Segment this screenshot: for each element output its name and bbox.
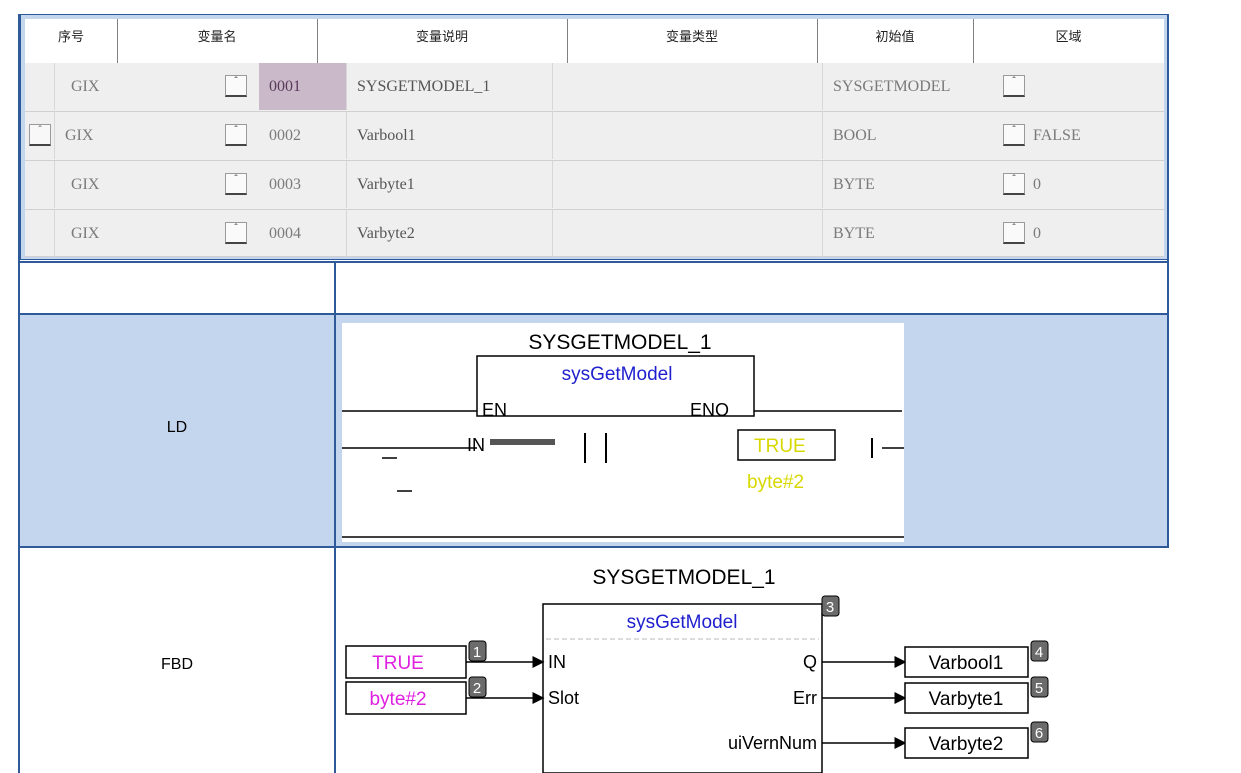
fbd-row-label: FBD: [161, 656, 193, 673]
init-value-cell[interactable]: 0: [1033, 224, 1041, 242]
grid-right-border: [1167, 14, 1169, 547]
fbd-pin-in: IN: [548, 652, 566, 672]
scope-cell[interactable]: GIX: [71, 224, 100, 242]
header-init-value[interactable]: 初始值: [817, 19, 974, 63]
row-selector[interactable]: [25, 161, 55, 208]
scope-cell[interactable]: GIX: [65, 126, 94, 144]
var-name-cell[interactable]: Varbyte2: [347, 210, 553, 257]
ld-pin-eno: ENO: [690, 400, 729, 420]
row-number-cell[interactable]: 0004: [259, 210, 347, 257]
var-desc-cell[interactable]: [553, 161, 823, 208]
scope-cell[interactable]: GIX: [71, 77, 100, 95]
ld-function-block[interactable]: [476, 355, 755, 417]
fbd-input-true: TRUE: [372, 653, 424, 674]
fbd-input-true-box[interactable]: [345, 645, 467, 679]
var-type-cell[interactable]: BOOL: [833, 126, 877, 144]
row-selector[interactable]: [25, 210, 55, 257]
header-var-name[interactable]: 变量名: [117, 19, 318, 63]
table-row[interactable]: GIX ˆ 0003 Varbyte1 BYTE ˆ 0: [25, 161, 1164, 210]
ld-row-label: LD: [166, 419, 188, 436]
var-type-cell[interactable]: BYTE: [833, 224, 875, 242]
var-name-cell[interactable]: Varbool1: [347, 112, 553, 159]
ld-pin-in: IN: [467, 435, 485, 455]
row-selector[interactable]: [25, 63, 55, 110]
grid-left-border: [18, 14, 20, 773]
fbd-output-box[interactable]: [904, 646, 1029, 678]
var-type-cell[interactable]: BYTE: [833, 175, 875, 193]
scope-dropdown-button[interactable]: ˆ: [225, 75, 247, 97]
fbd-instance-name: SYSGETMODEL_1: [592, 566, 775, 589]
scope-dropdown-button[interactable]: ˆ: [225, 222, 247, 244]
fbd-output-tag: [1030, 640, 1049, 662]
fbd-pin-uivernnum: uiVernNum: [728, 733, 817, 753]
fbd-output-tag-text: 5: [1035, 680, 1043, 697]
grid-column-divider: [334, 262, 336, 773]
fbd-output-box[interactable]: [904, 727, 1029, 759]
init-value-cell[interactable]: [1031, 63, 1164, 110]
grid-row-divider: [18, 261, 1169, 263]
table-row[interactable]: ˆ GIX ˆ 0002 Varbool1 BOOL ˆ FALSE: [25, 112, 1164, 161]
variable-table-header: 序号 变量名 变量说明 变量类型 初始值 区域: [25, 19, 1164, 63]
type-dropdown-button[interactable]: ˆ: [1003, 124, 1025, 146]
variable-table-panel: 序号 变量名 变量说明 变量类型 初始值 区域 GIX ˆ 0001 SYSGE…: [20, 14, 1168, 260]
fbd-input-tag-text: 1: [473, 644, 481, 661]
fbd-input-tag: [468, 676, 487, 698]
scope-cell[interactable]: GIX: [71, 175, 100, 193]
header-var-desc[interactable]: 变量说明: [317, 19, 568, 63]
type-dropdown-button[interactable]: ˆ: [1003, 75, 1025, 97]
fbd-output-varbyte2: Varbyte2: [929, 734, 1004, 755]
fbd-output-tag-text: 4: [1035, 644, 1043, 661]
fbd-input-byte: byte#2: [369, 689, 426, 710]
row-number-cell[interactable]: 0001: [259, 63, 347, 110]
init-value-cell[interactable]: FALSE: [1033, 126, 1081, 144]
fbd-block-tag-text: 3: [826, 599, 834, 616]
ld-diagram: SYSGETMODEL_1 sysGetModel EN ENO IN TRUE…: [342, 323, 904, 542]
ld-instance-name: SYSGETMODEL_1: [528, 331, 711, 354]
init-value-cell[interactable]: 0: [1033, 175, 1041, 193]
fbd-pin-err: Err: [793, 688, 817, 708]
ld-const-byte: byte#2: [747, 472, 804, 493]
fbd-output-varbyte1: Varbyte1: [929, 689, 1004, 710]
fbd-output-box[interactable]: [904, 682, 1029, 714]
type-dropdown-button[interactable]: ˆ: [1003, 173, 1025, 195]
row-number-cell[interactable]: 0002: [259, 112, 347, 159]
fbd-function-name: sysGetModel: [627, 612, 738, 633]
ld-const-true-box[interactable]: [737, 429, 836, 461]
grid-row-divider: [18, 546, 1169, 548]
var-name-cell[interactable]: Varbyte1: [347, 161, 553, 208]
fbd-pin-q: Q: [803, 652, 817, 672]
scope-dropdown-button[interactable]: ˆ: [225, 173, 247, 195]
type-dropdown-button[interactable]: ˆ: [1003, 222, 1025, 244]
ld-contact-bar: [490, 439, 555, 445]
header-area[interactable]: 区域: [1055, 29, 1082, 45]
grid-row-divider: [18, 313, 1169, 315]
fbd-block-tag: [821, 595, 840, 617]
fbd-pin-slot: Slot: [548, 688, 579, 708]
fbd-function-block[interactable]: [542, 603, 823, 773]
var-desc-cell[interactable]: [553, 112, 823, 159]
fbd-output-tag-text: 6: [1035, 725, 1043, 742]
fbd-input-byte-box[interactable]: [345, 681, 467, 715]
var-name-cell[interactable]: SYSGETMODEL_1: [347, 63, 553, 110]
table-row[interactable]: GIX ˆ 0001 SYSGETMODEL_1 SYSGETMODEL ˆ: [25, 63, 1164, 112]
row-selector[interactable]: ˆ: [25, 112, 55, 159]
fbd-input-tag-text: 2: [473, 680, 481, 697]
fbd-input-tag: [468, 640, 487, 662]
header-var-type[interactable]: 变量类型: [567, 19, 818, 63]
fbd-output-varbool1: Varbool1: [929, 653, 1004, 674]
var-type-cell[interactable]: SYSGETMODEL: [833, 77, 951, 95]
header-index[interactable]: 序号: [25, 19, 118, 63]
var-desc-cell[interactable]: [553, 63, 823, 110]
ld-const-true: TRUE: [754, 436, 806, 457]
fbd-output-tag: [1030, 676, 1049, 698]
fbd-output-tag: [1030, 721, 1049, 743]
expand-icon[interactable]: ˆ: [29, 124, 51, 146]
table-row[interactable]: GIX ˆ 0004 Varbyte2 BYTE ˆ 0: [25, 210, 1164, 257]
fbd-diagram: SYSGETMODEL_1 sysGetModel 3 TRUE 1 IN by…: [345, 566, 1049, 773]
var-desc-cell[interactable]: [553, 210, 823, 257]
row-number-cell[interactable]: 0003: [259, 161, 347, 208]
ld-function-name: sysGetModel: [562, 364, 673, 385]
scope-dropdown-button[interactable]: ˆ: [225, 124, 247, 146]
ld-pin-en: EN: [482, 400, 507, 420]
